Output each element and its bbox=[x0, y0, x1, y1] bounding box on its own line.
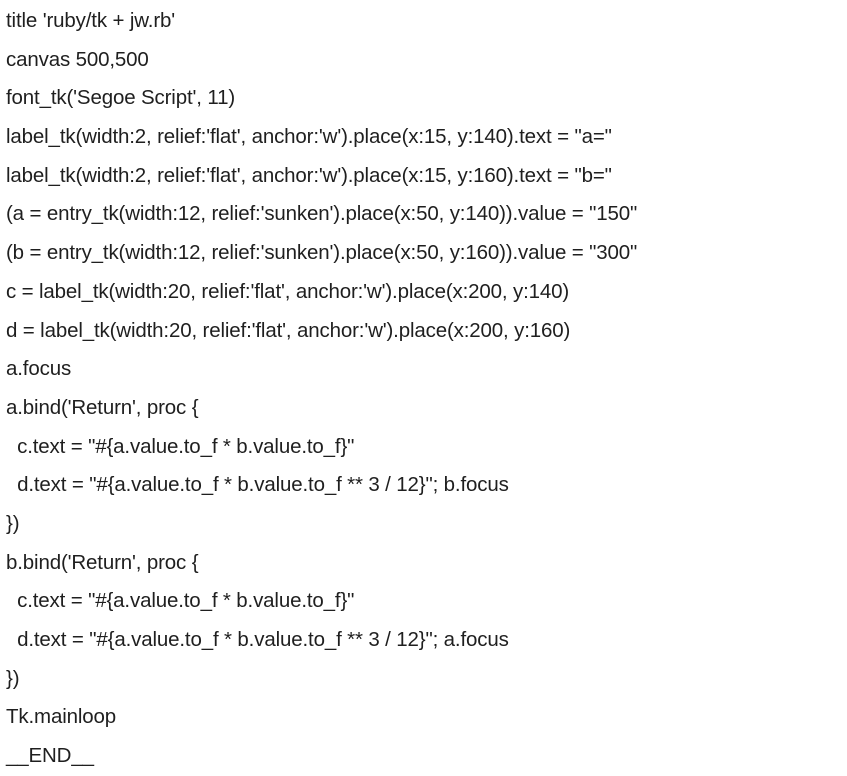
code-line: title 'ruby/tk + jw.rb' bbox=[6, 9, 176, 32]
code-line: }) bbox=[6, 511, 20, 535]
code-line: c = label_tk(width:20, relief:'flat', an… bbox=[6, 279, 570, 303]
code-line: }) bbox=[6, 666, 20, 690]
code-line: font_tk('Segoe Script', 11) bbox=[6, 86, 236, 110]
code-line: c.text = "#{a.value.to_f * b.value.to_f}… bbox=[6, 589, 355, 613]
code-line: a.bind('Return', proc { bbox=[6, 395, 199, 419]
code-line: label_tk(width:2, relief:'flat', anchor:… bbox=[6, 163, 612, 187]
code-line: (b = entry_tk(width:12, relief:'sunken')… bbox=[6, 241, 638, 265]
code-line: d.text = "#{a.value.to_f * b.value.to_f … bbox=[6, 628, 509, 651]
code-listing: title 'ruby/tk + jw.rb' canvas 500,500 f… bbox=[6, 2, 841, 776]
code-line: (a = entry_tk(width:12, relief:'sunken')… bbox=[6, 202, 638, 226]
code-line: d = label_tk(width:20, relief:'flat', an… bbox=[6, 318, 571, 342]
code-line: a.focus bbox=[6, 357, 72, 381]
code-line: canvas 500,500 bbox=[6, 47, 149, 71]
code-line: Tk.mainloop bbox=[6, 705, 117, 729]
code-line: c.text = "#{a.value.to_f * b.value.to_f}… bbox=[6, 434, 355, 458]
code-line: label_tk(width:2, relief:'flat', anchor:… bbox=[6, 125, 612, 149]
code-line: __END__ bbox=[6, 744, 94, 768]
code-line: d.text = "#{a.value.to_f * b.value.to_f … bbox=[6, 473, 509, 497]
code-line: b.bind('Return', proc { bbox=[6, 550, 199, 574]
